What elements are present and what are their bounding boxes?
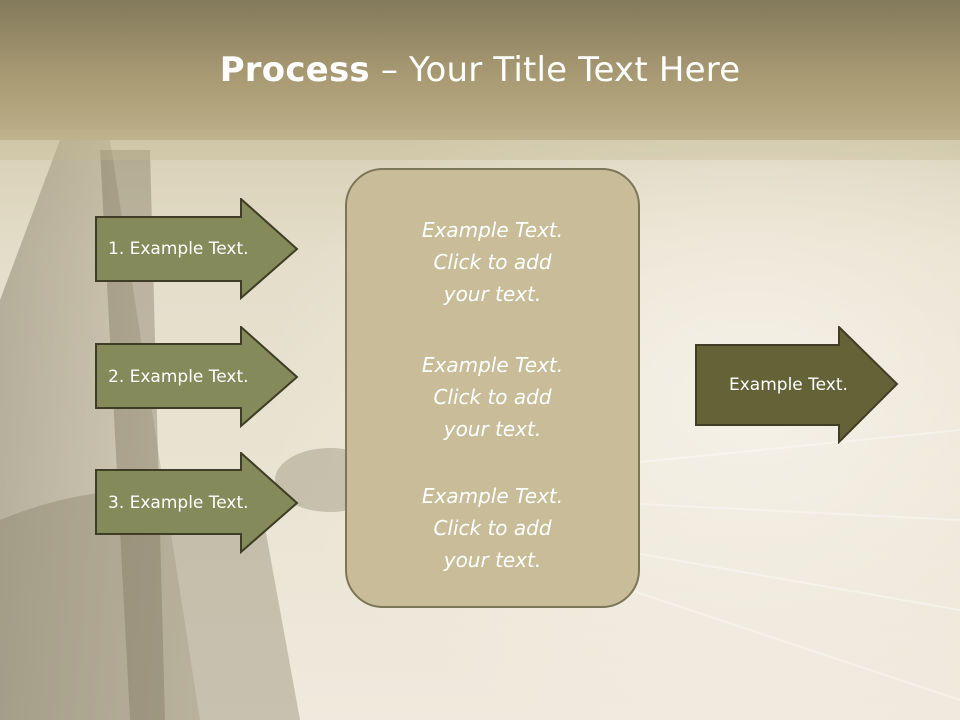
center-block-3: Example Text. Click to add your text. (347, 480, 638, 576)
center-block-3-line-2: Click to add (433, 516, 552, 540)
process-step-3-label: 3. Example Text. (108, 493, 249, 513)
process-step-2-label: 2. Example Text. (108, 367, 249, 387)
process-step-1-arrow[interactable]: 1. Example Text. (95, 198, 299, 300)
process-step-1-label: 1. Example Text. (108, 239, 249, 259)
arrow-shape (95, 326, 299, 428)
center-block-2: Example Text. Click to add your text. (347, 349, 638, 445)
center-block-3-line-3: your text. (443, 548, 542, 572)
process-step-3-arrow[interactable]: 3. Example Text. (95, 452, 299, 554)
process-step-2-arrow[interactable]: 2. Example Text. (95, 326, 299, 428)
center-block-2-line-1: Example Text. (421, 353, 564, 377)
center-block-1-line-3: your text. (443, 282, 542, 306)
result-arrow[interactable]: Example Text. (695, 326, 899, 444)
center-block-2-line-2: Click to add (433, 385, 552, 409)
title-bold: Process (219, 50, 370, 90)
title-rest: – Your Title Text Here (369, 50, 741, 90)
slide-title: Process – Your Title Text Here (0, 50, 960, 90)
center-block-1-line-1: Example Text. (421, 218, 564, 242)
center-text-box[interactable]: Example Text. Click to add your text. Ex… (345, 168, 640, 608)
center-block-1-line-2: Click to add (433, 250, 552, 274)
arrow-shape (95, 452, 299, 554)
center-block-2-line-3: your text. (443, 417, 542, 441)
center-block-3-line-1: Example Text. (421, 484, 564, 508)
center-block-1: Example Text. Click to add your text. (347, 214, 638, 310)
result-arrow-label: Example Text. (729, 375, 848, 395)
arrow-shape (95, 198, 299, 300)
arrow-shape (695, 326, 899, 444)
